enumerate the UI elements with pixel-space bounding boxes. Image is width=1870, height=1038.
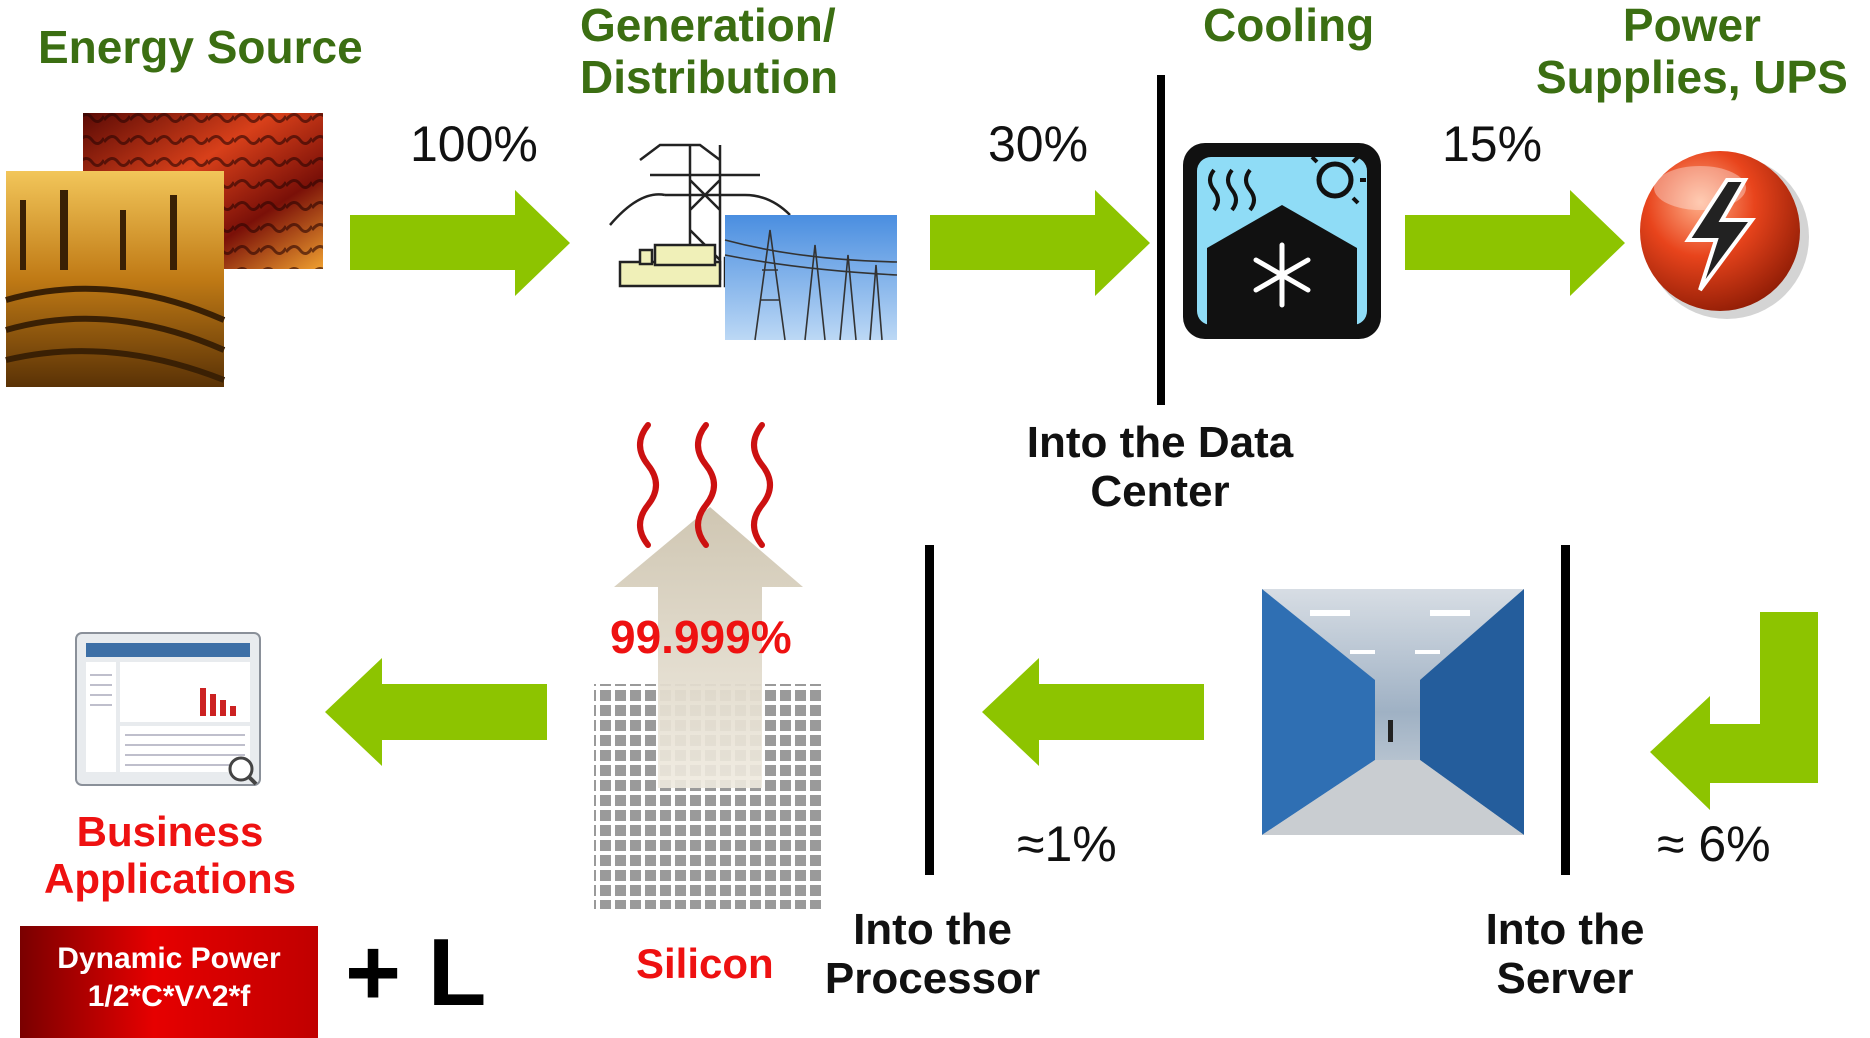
server-room-photo [1262, 589, 1524, 835]
energy-photo [5, 113, 323, 387]
flow-arrow-3 [1405, 190, 1625, 296]
dynamic-power-equation: Dynamic Power 1/2*C*V^2*f [20, 926, 318, 1038]
pct-source-to-generation: 100% [410, 116, 538, 172]
business-app-screenshot [75, 632, 261, 786]
flow-arrow-5 [982, 658, 1204, 766]
power-supply-icon [1640, 151, 1809, 319]
heat-waves-icon [637, 422, 773, 548]
processor-boundary [925, 545, 934, 875]
server-boundary [1561, 545, 1570, 875]
plus-leakage-term: + L [345, 919, 487, 1026]
label-energy-source: Energy Source [38, 21, 363, 73]
data-center-boundary [1157, 75, 1165, 405]
cooling-icon [1183, 143, 1381, 339]
pct-into-processor: ≈1% [1017, 816, 1117, 872]
label-into-data-center: Into the Data Center [1026, 418, 1294, 517]
label-into-server: Into the Server [1485, 905, 1645, 1004]
pct-cooling-to-power: 15% [1442, 116, 1543, 172]
power-lines-photo [724, 215, 898, 341]
pct-silicon-heat: 99.999% [610, 611, 792, 663]
heat-up-arrow [614, 507, 803, 788]
flow-arrow-2 [930, 190, 1150, 296]
label-business-applications: Business Applications [43, 808, 297, 903]
label-cooling: Cooling [1203, 0, 1375, 51]
label-into-processor: Into the Processor [824, 905, 1041, 1004]
pct-generation-to-cooling: 30% [988, 116, 1089, 172]
pct-into-server: ≈ 6% [1657, 816, 1771, 872]
flow-arrow-4 [1650, 612, 1818, 810]
label-power-supplies: Power Supplies, UPS [1536, 0, 1848, 103]
flow-arrow-6 [325, 658, 547, 766]
label-generation: Generation/ Distribution [580, 0, 839, 103]
label-silicon: Silicon [636, 940, 774, 987]
flow-arrow-1 [350, 190, 570, 296]
